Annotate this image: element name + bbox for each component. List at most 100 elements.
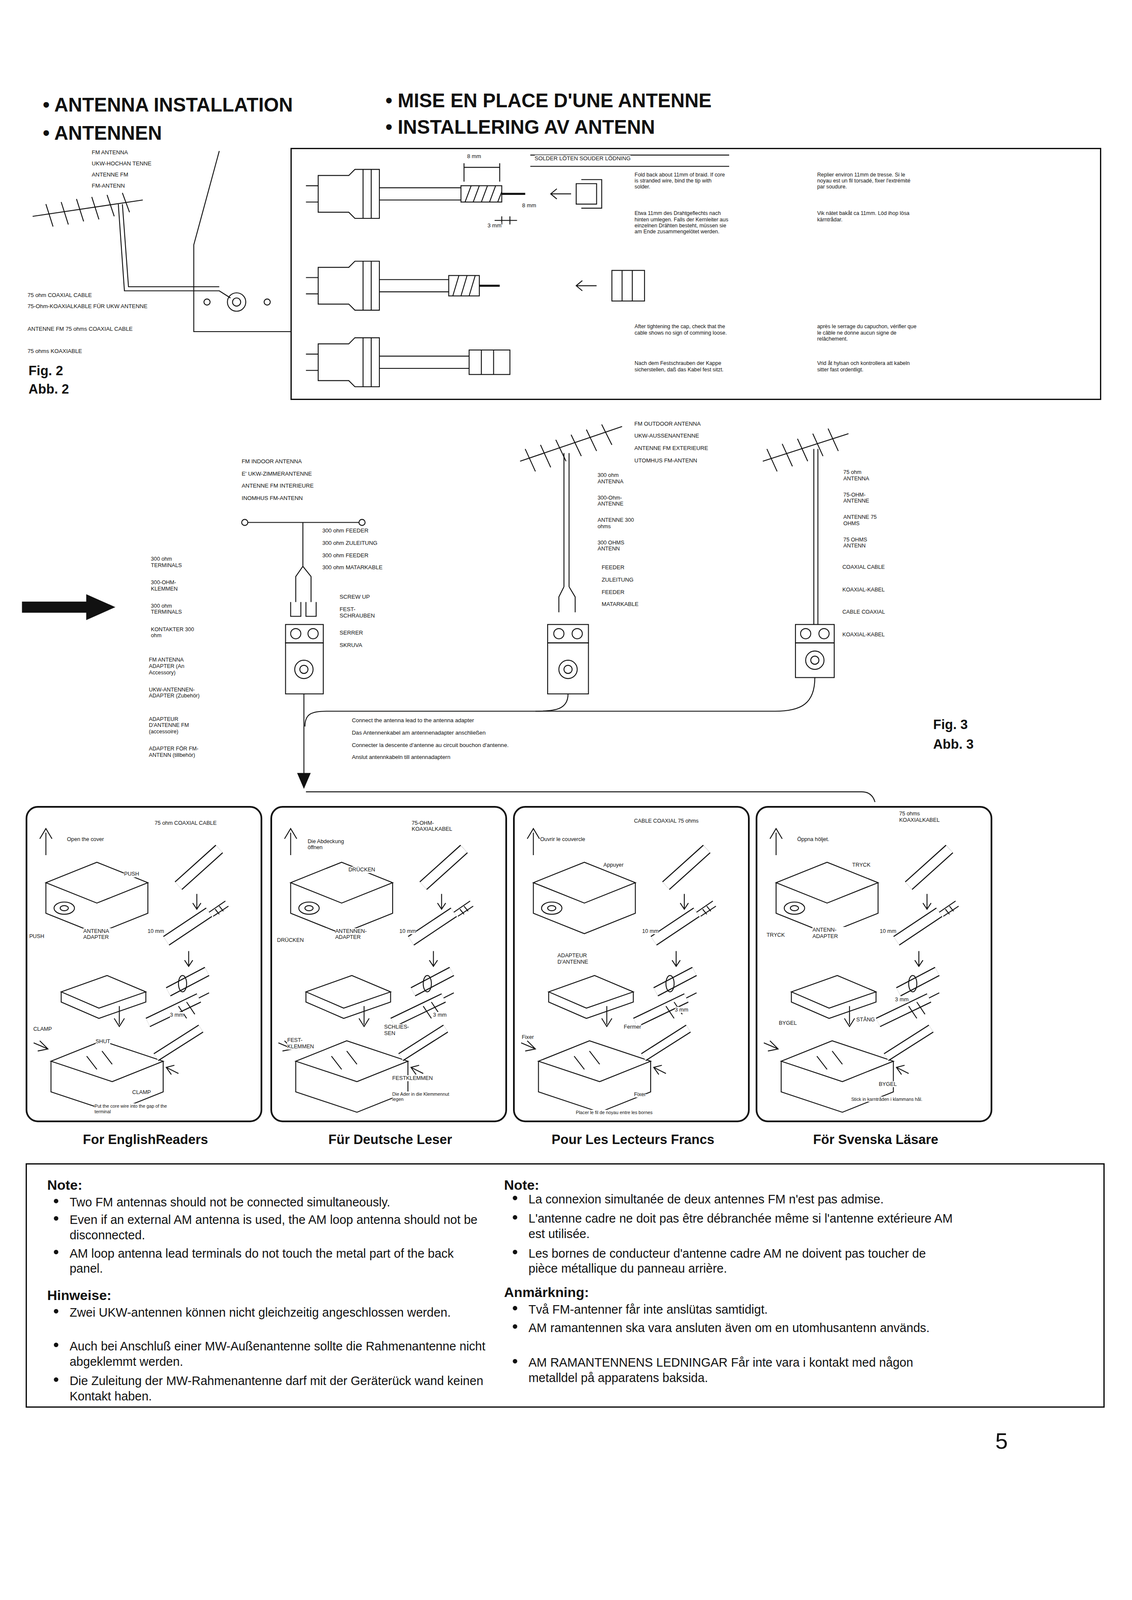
fig3-antennas	[571, 628, 583, 639]
label-text: Die Abdeckung öffnen	[307, 838, 357, 851]
fig3-antennas	[22, 594, 115, 619]
label-text: CLAMP	[33, 1025, 53, 1033]
label-text: CABLE COAXIAL	[842, 608, 886, 616]
label-text: 300 ohm ANTENNA	[597, 472, 641, 485]
label-text: 75 OHMS ANTENN	[843, 536, 889, 549]
heading-text: • ANTENNEN	[42, 122, 162, 145]
label-text: Ouvrir le couvercle	[540, 835, 586, 843]
label-text: ANTENNA ADAPTER	[83, 927, 124, 941]
fig2-antenna	[118, 204, 231, 299]
fig3-antennas	[795, 642, 835, 678]
coax-plug-steps	[305, 155, 730, 387]
fig2-antenna	[203, 299, 210, 305]
coax-plug-steps	[465, 185, 502, 203]
label-text: 300 ohm ZULEITUNG	[322, 539, 378, 546]
label-text: AM loop antenna lead terminals do not to…	[69, 1245, 488, 1277]
label-text: Etwa 11mm des Drahtgeflechts nach hinten…	[634, 210, 729, 235]
note-bullets	[512, 1305, 518, 1311]
label-text: 300 ohm FEEDER	[322, 551, 369, 559]
fig2-antenna	[45, 192, 130, 227]
note-bullets	[53, 1376, 59, 1382]
panel-illustrations	[33, 828, 959, 1112]
label-text: MATARKABLE	[601, 600, 639, 608]
label-text: TRYCK	[852, 861, 871, 869]
label-text: SOLDER LÖTEN SOUDER LÖDNING	[534, 155, 631, 162]
label-text: SCHLIES-SEN	[384, 1023, 417, 1036]
label-text: 5	[995, 1427, 1008, 1454]
fig3-antennas	[358, 519, 365, 525]
note-bullets	[512, 1323, 518, 1329]
fig3-antennas	[553, 628, 564, 639]
label-text: Connecter la descente d'antenne au circu…	[351, 741, 509, 748]
label-text: 3 mm	[170, 1011, 184, 1018]
coax-plug-steps	[576, 280, 597, 291]
language-panel: 75 ohms KOAXIALKABEL Öppna höljet. TRYCK 10…	[755, 805, 993, 1122]
heading-text: Fig. 3	[932, 716, 968, 733]
note-box: Note:Two FM antennas should not be conne…	[25, 1162, 1105, 1408]
coax-plug-steps	[501, 192, 526, 195]
label-text: COAXIAL CABLE	[842, 563, 885, 571]
label-text: 8 mm	[522, 202, 537, 209]
note-bullets	[53, 1342, 59, 1347]
label-text: STÅNG	[856, 1016, 876, 1023]
coax-plug-steps	[452, 275, 476, 297]
coax-plug-steps	[550, 188, 572, 200]
fig3-antennas	[295, 522, 311, 602]
label-text: Anslut antennkabeln till antennadaptern	[351, 753, 451, 760]
fig3-antennas	[303, 693, 305, 782]
label-text: Fermer	[623, 1023, 642, 1030]
label-text: CABLE COAXIAL 75 ohms	[633, 817, 699, 825]
label-text: Två FM-antenner får inte anslütas samtid…	[528, 1301, 768, 1317]
note-bullets	[53, 1249, 59, 1255]
coax-plug-steps	[460, 185, 502, 203]
note-bullets	[512, 1249, 518, 1255]
fig3-antennas	[813, 448, 819, 625]
label-text: Nach dem Festschrauben der Kappe sichers…	[634, 360, 729, 373]
heading-text: • MISE EN PLACE D'UNE ANTENNE	[385, 89, 712, 112]
label-text: FM OUTDOOR ANTENNA	[634, 420, 701, 427]
fig3-antennas	[290, 601, 317, 616]
fig3-antennas	[290, 628, 301, 639]
fig3-antennas	[299, 665, 308, 674]
label-text: Die Zuleitung der MW-Rahmenantenne darf …	[69, 1372, 488, 1404]
label-text: Öppna höljet.	[797, 835, 830, 843]
fig3-antennas	[800, 628, 811, 639]
language-panel: CABLE COAXIAL 75 ohmsOuvrir le couvercle…	[513, 805, 750, 1122]
fig3-antennas	[285, 624, 323, 643]
coax-plug-steps	[469, 349, 510, 375]
language-panel: 75-OHM-KOAXIALKABELDie Abdeckung öffnenD…	[270, 805, 508, 1122]
coax-plug-steps	[530, 155, 730, 167]
label-text: TRYCK	[766, 931, 786, 939]
label-text: PUSH	[29, 932, 44, 940]
coax-plug-steps	[379, 187, 461, 200]
fig3-antennas	[22, 424, 876, 802]
label-text: Replier environ 11mm de tresse. Si le no…	[817, 171, 920, 191]
heading-text: Abb. 2	[28, 381, 70, 397]
label-text: UTOMHUS FM-ANTENN	[634, 457, 698, 464]
label-text: 300 ohm TERMINALS	[150, 555, 200, 569]
label-text: 10 mm	[879, 927, 897, 935]
label-text: ANTENN-ADAPTER	[812, 926, 856, 939]
instruction-box: SOLDER LÖTEN SOUDER LÖDNING Fold back abo…	[290, 147, 1102, 400]
label-text: Even if an external AM antenna is used, …	[69, 1211, 488, 1243]
label-text: After tightening the cap, check that the…	[634, 323, 729, 336]
label-text: ADAPTEUR D'ANTENNE FM (accessoire)	[149, 715, 203, 735]
label-text: après le serrage du capuchon, vérifier q…	[817, 323, 920, 342]
fig3-antennas	[547, 624, 589, 643]
label-text: DRÜCKEN	[348, 866, 376, 873]
coax-plug-steps	[379, 279, 449, 292]
label-text: 75 ohms KOAXIALKABEL	[899, 810, 951, 823]
label-text: Connect the antenna lead to the antenna …	[351, 716, 475, 724]
label-text: Appuyer	[603, 861, 624, 869]
heading-text: Fig. 2	[28, 363, 64, 379]
label-text: Fold back about 11mm of braid. If core i…	[634, 171, 729, 191]
coax-plug-steps	[305, 261, 380, 311]
label-text: 300 OHMS ANTENN	[597, 539, 641, 552]
label-text: Fixer	[522, 1033, 534, 1041]
fig3-antennas	[307, 628, 319, 639]
label-text: Fixer	[633, 1090, 646, 1098]
label-text: KONTAKTER 300 ohm	[150, 626, 200, 639]
coax-plug-steps	[305, 169, 380, 219]
note-bullets	[53, 1215, 59, 1221]
label-text: La connexion simultanée de deux antennes…	[528, 1191, 884, 1207]
